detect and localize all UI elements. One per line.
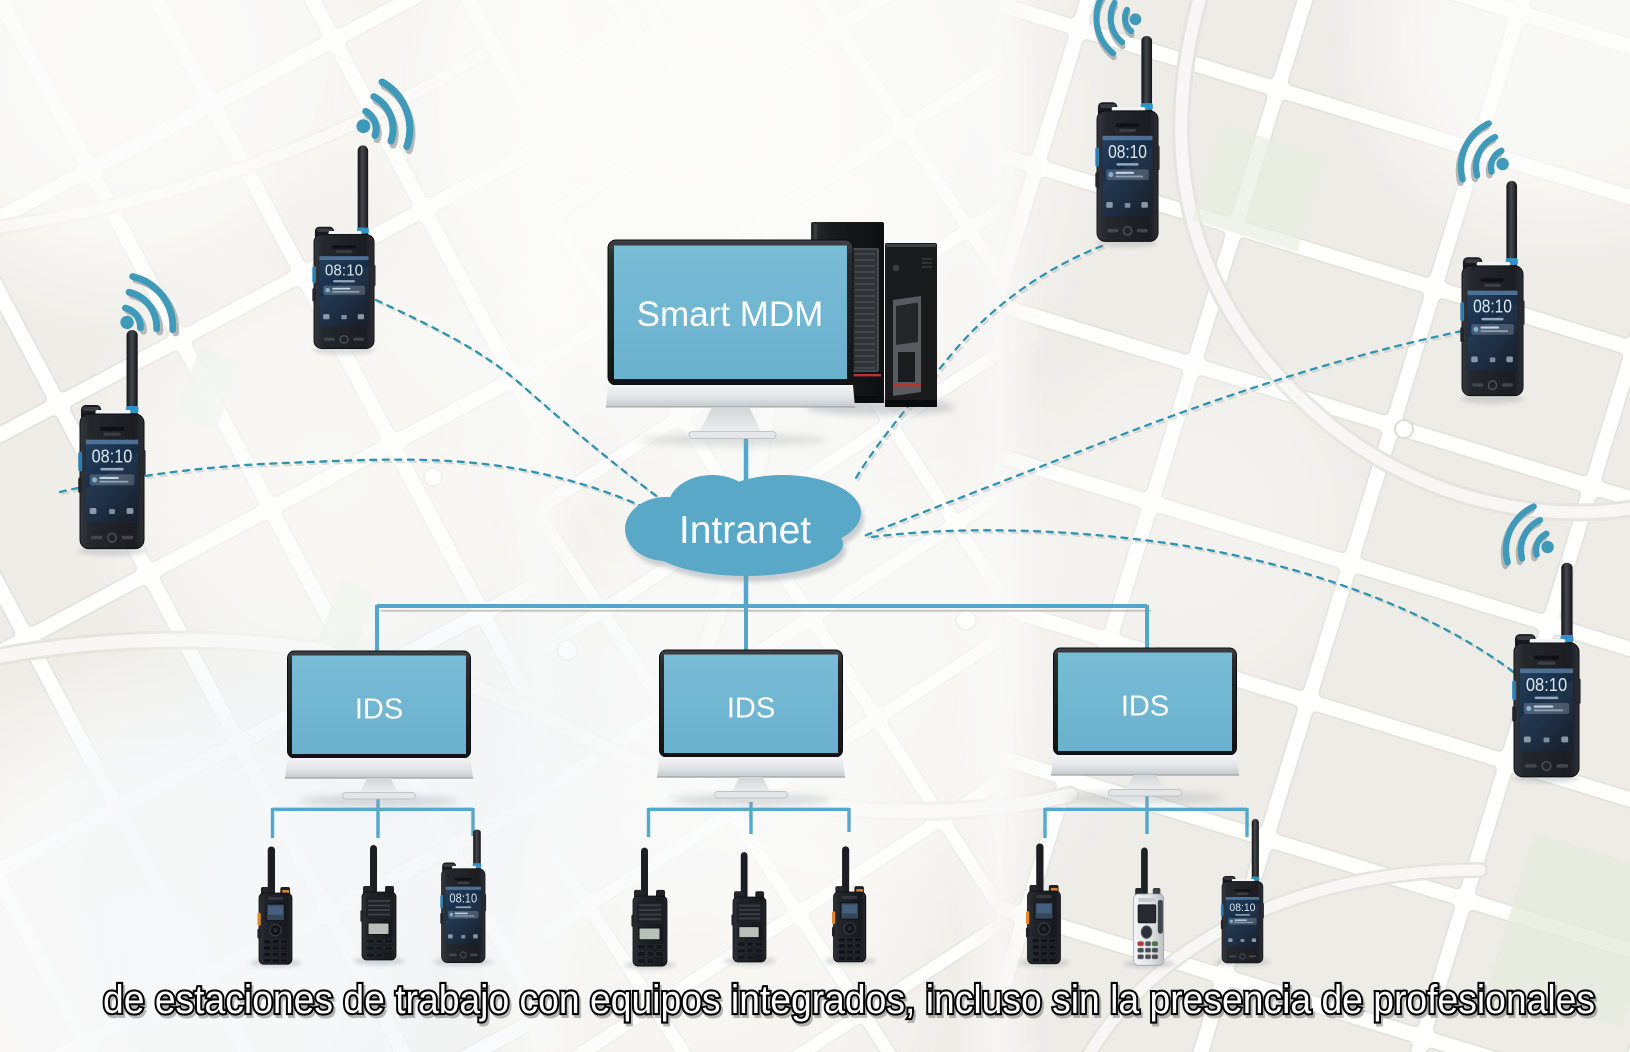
- svg-text:de estaciones de trabajo con e: de estaciones de trabajo con equipos int…: [105, 981, 1597, 1025]
- svg-text:Intranet: Intranet: [679, 509, 811, 552]
- svg-text:de estaciones de trabajo con e: de estaciones de trabajo con equipos int…: [103, 978, 1595, 1022]
- svg-text:Smart MDM: Smart MDM: [637, 295, 824, 334]
